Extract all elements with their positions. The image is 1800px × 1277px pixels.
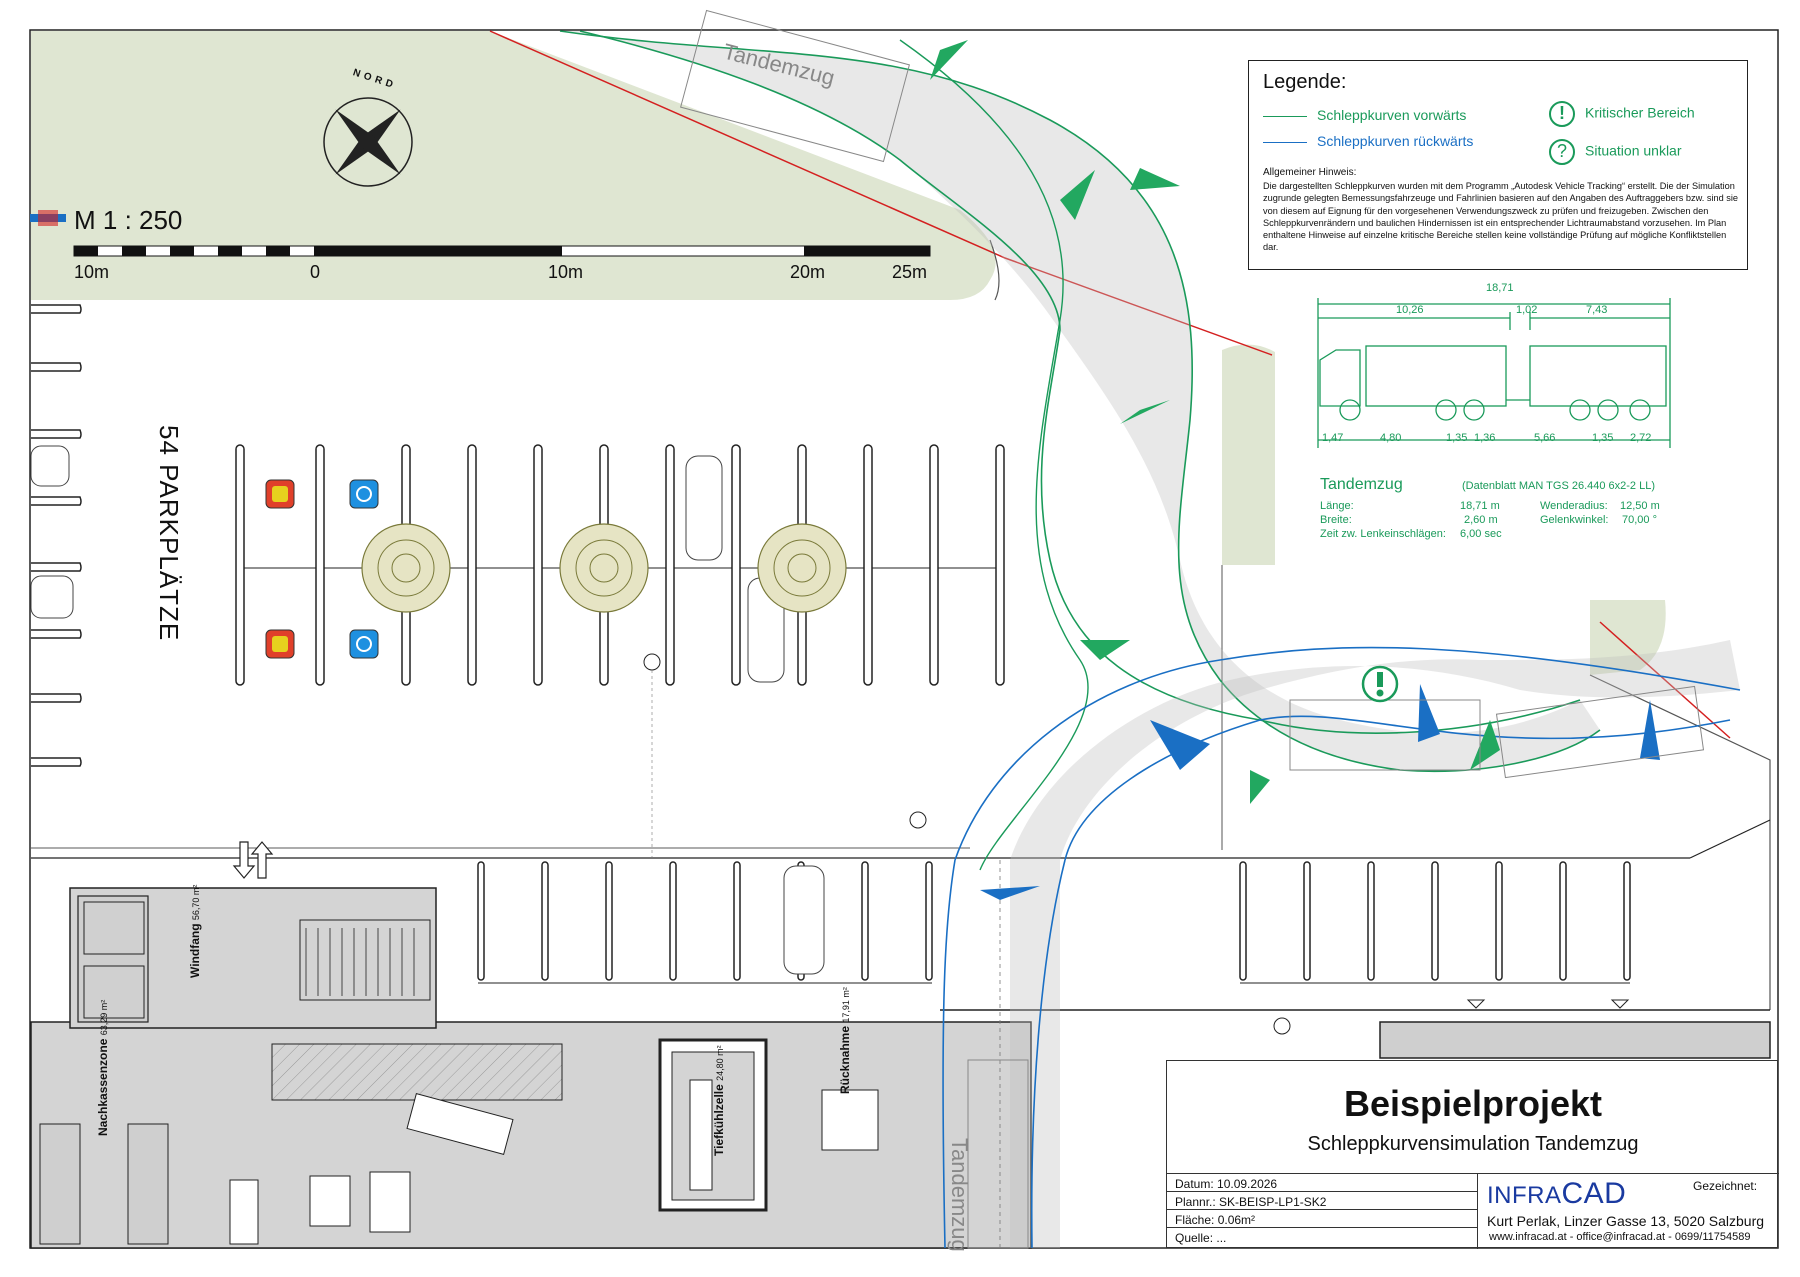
grass-area-right — [1222, 344, 1275, 565]
legend-backward: Schleppkurven rückwärts — [1263, 133, 1473, 149]
company-web: www.infracad.at - office@infracad.at - 0… — [1489, 1231, 1751, 1243]
quelle-row: Quelle: ... — [1175, 1231, 1227, 1245]
swept-path-forward-lower — [899, 39, 1089, 871]
dim-b1: 4,80 — [1380, 432, 1402, 444]
project-title: Beispielprojekt — [1343, 1083, 1603, 1124]
legend-unclear: ?Situation unklar — [1549, 139, 1682, 165]
grass-area-right-lower — [1590, 600, 1666, 675]
vehicle-datasheet: (Datenblatt MAN TGS 26.440 6x2-2 LL) — [1462, 480, 1656, 492]
lamp-posts — [643, 653, 1291, 1035]
swept-path-forward-inner — [579, 30, 1581, 734]
row1-label: Breite: — [1320, 514, 1352, 526]
dim-gap: 1,02 — [1516, 304, 1538, 316]
vehicle-name: Tandemzug — [1320, 476, 1403, 493]
scale-label-1: 0 — [310, 262, 321, 282]
row2-value: 6,00 sec — [1460, 528, 1502, 540]
parking-stalls-left — [31, 304, 82, 767]
dim-b6: 2,72 — [1630, 432, 1652, 444]
swept-path-backward-inner — [1064, 715, 1731, 861]
title-block: Beispielprojekt Schleppkurvensimulation … — [1166, 1060, 1779, 1249]
infracad-logo: INFRACAD — [1487, 1177, 1627, 1210]
parking-stalls-center — [235, 444, 1005, 686]
scale-label-2: 10m — [548, 262, 584, 282]
scale-label-3: 20m — [790, 262, 826, 282]
dim-total: 18,71 — [1486, 282, 1514, 294]
dim-b4: 5,66 — [1534, 432, 1556, 444]
drawn-by-label: Gezeichnet: — [1693, 1179, 1758, 1193]
room-nachkassenzone: Nachkassenzone 63,29 m² — [96, 999, 110, 1136]
scale-label-0: 10m — [74, 262, 110, 282]
plannr-row: Plannr.: SK-BEISP-LP1-SK2 — [1175, 1195, 1327, 1209]
row1-value: 2,60 m — [1464, 514, 1498, 526]
parcel-line-right — [1599, 621, 1731, 739]
vehicle-label-bottom: Tandemzug — [947, 1138, 972, 1252]
scale-title: M 1 : 250 — [74, 205, 183, 235]
trees — [361, 523, 847, 613]
dim-b0: 1,47 — [1322, 432, 1344, 444]
building — [30, 887, 1032, 1249]
tandem-truck-drawing — [1317, 298, 1671, 448]
room-tiefkuehlzelle: Tiefkühlzelle 24,80 m² — [712, 1045, 726, 1156]
legend-critical: !Kritischer Bereich — [1549, 101, 1695, 127]
row0-label2: Wenderadius: — [1540, 500, 1608, 512]
critical-icon: ! — [1549, 101, 1575, 127]
row0-label: Länge: — [1320, 500, 1354, 512]
row1-value2: 70,00 ° — [1622, 514, 1657, 526]
legend-box: Legende: Schleppkurven vorwärts Schleppk… — [1248, 60, 1748, 270]
company-address: Kurt Perlak, Linzer Gasse 13, 5020 Salzb… — [1487, 1213, 1765, 1229]
grass-area-top-left — [31, 31, 996, 300]
dim-b2: 1,35 — [1446, 432, 1468, 444]
project-subtitle: Schleppkurvensimulation Tandemzug — [1307, 1133, 1639, 1155]
legend-note: Die dargestellten Schleppkurven wurden m… — [1263, 181, 1739, 253]
scale-bar — [30, 210, 931, 257]
flaeche-row: Fläche: 0.06m² — [1175, 1213, 1256, 1227]
parcel-line-top — [489, 30, 1273, 356]
scale-label-4: 25m — [892, 262, 928, 282]
vehicle-ghost-outlines — [680, 9, 1705, 1249]
entrance-arrows — [232, 841, 274, 879]
legend-title: Legende: — [1263, 71, 1347, 93]
legend-note-title: Allgemeiner Hinweis: — [1263, 167, 1357, 178]
dim-trailer: 7,43 — [1586, 304, 1608, 316]
room-ruecknahme: Rücknahme 17,91 m² — [838, 987, 852, 1094]
dim-b3: 1,36 — [1474, 432, 1496, 444]
parking-count-label: 54 PARKPLÄTZE — [154, 425, 184, 642]
question-icon: ? — [1549, 139, 1575, 165]
north-arrow-icon — [323, 97, 413, 187]
room-windfang: Windfang 56,70 m² — [188, 884, 202, 978]
row1-label2: Gelenkwinkel: — [1540, 514, 1609, 526]
swept-path-backward-outer — [954, 646, 1741, 861]
critical-area-icon — [1361, 665, 1399, 703]
direction-markers-forward — [930, 40, 1500, 804]
row2-label: Zeit zw. Lenkeinschlägen: — [1320, 528, 1446, 540]
parked-cars — [30, 445, 825, 975]
row0-value2: 12,50 m — [1620, 500, 1660, 512]
dim-b5: 1,35 — [1592, 432, 1614, 444]
datum-row: Datum: 10.09.2026 — [1175, 1177, 1278, 1191]
swept-area-forward — [560, 31, 1600, 772]
row0-value: 18,71 m — [1460, 500, 1500, 512]
special-parking-icons — [265, 479, 379, 659]
direction-markers-backward — [980, 684, 1660, 900]
legend-forward: Schleppkurven vorwärts — [1263, 107, 1466, 123]
dim-truck: 10,26 — [1396, 304, 1424, 316]
